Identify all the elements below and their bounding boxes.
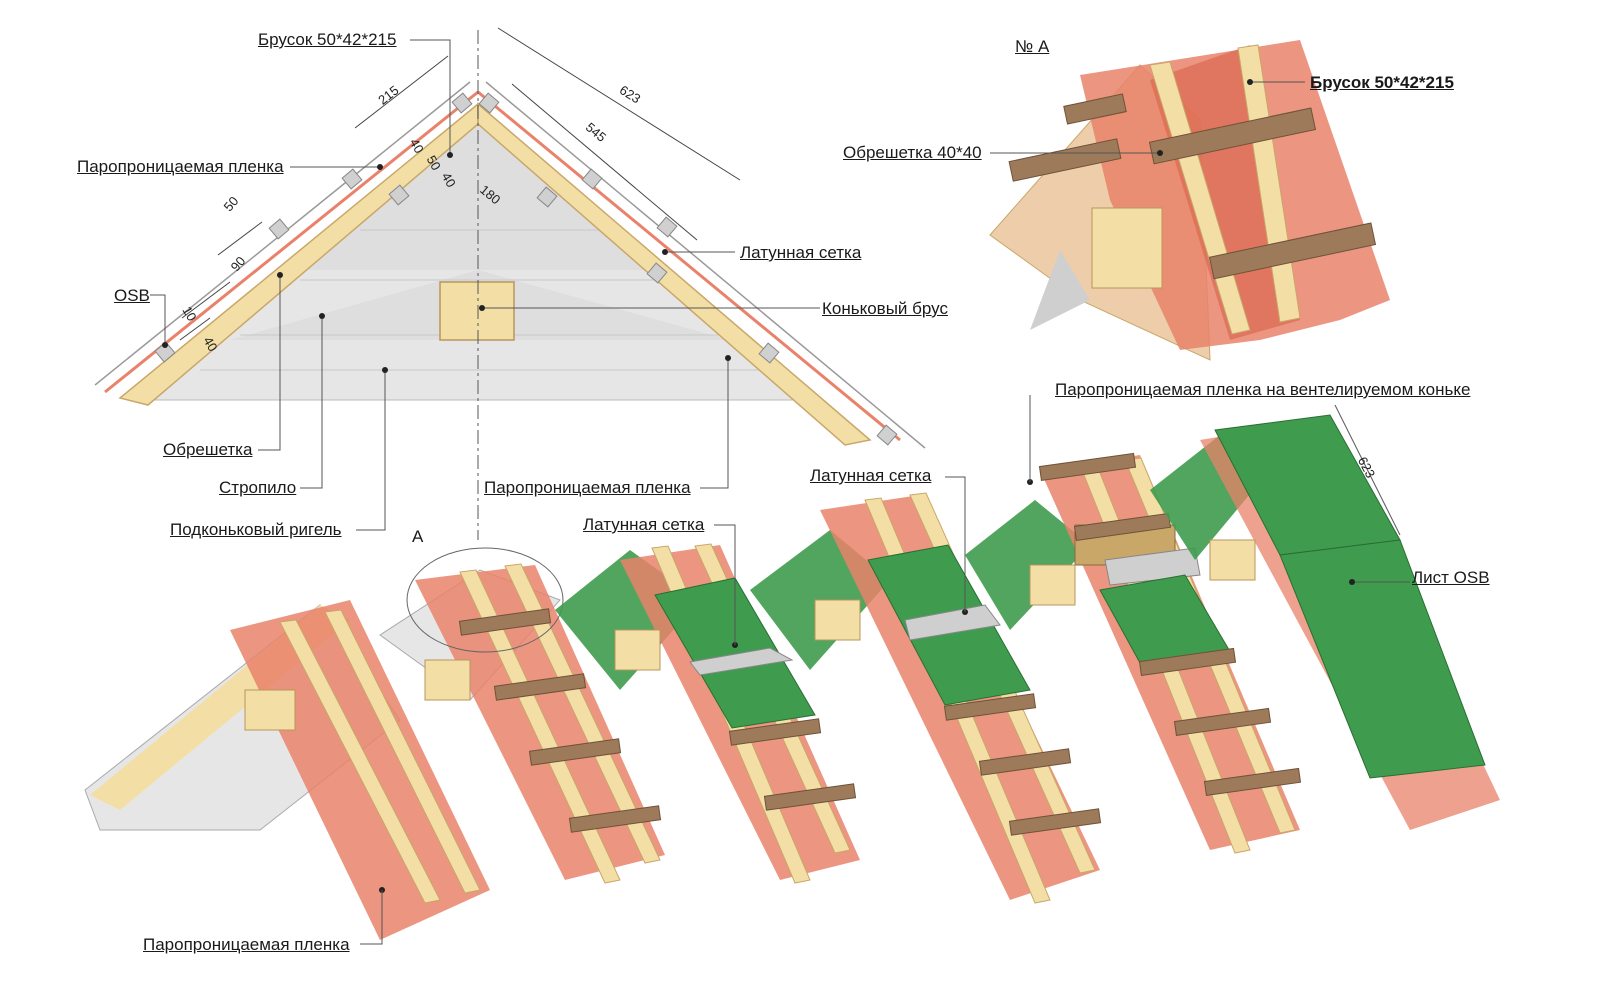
dim-40-a: 40 — [407, 136, 427, 156]
stage-2 — [379, 547, 665, 884]
label-film-bottom: Паропроницаемая пленка — [143, 935, 350, 954]
dim-545: 545 — [583, 119, 609, 144]
stage-1 — [84, 600, 490, 945]
label-konkovy: Коньковый брус — [822, 299, 948, 318]
dim-40-b: 40 — [439, 170, 459, 190]
label-stropilo: Стропило — [219, 478, 297, 497]
label-osb: OSB — [114, 286, 150, 305]
label-rigel: Подконьковый ригель — [170, 520, 342, 539]
dim-50: 50 — [221, 193, 242, 214]
label-obreshetka: Обрешетка — [163, 440, 253, 459]
stage-6: 623 — [1150, 404, 1500, 830]
label-latun-top: Латунная сетка — [740, 243, 862, 262]
stage-5 — [965, 395, 1302, 854]
label-marker-a: А — [412, 527, 424, 546]
label-latun-left: Латунная сетка — [583, 515, 705, 534]
label-latun-mid: Латунная сетка — [810, 466, 932, 485]
label-brusok-top: Брусок 50*42*215 — [258, 30, 397, 49]
label-no-a: № А — [1015, 37, 1050, 56]
ridge-beam — [439, 281, 515, 341]
detail-a-view — [989, 40, 1390, 361]
label-film-mid: Паропроницаемая пленка — [484, 478, 691, 497]
dim-50-a: 50 — [424, 153, 444, 173]
dim-10: 10 — [179, 304, 199, 324]
label-list-osb: Лист OSB — [1412, 568, 1490, 587]
label-film-vent: Паропроницаемая пленка на вентелируемом … — [1055, 380, 1471, 399]
label-brusok-detail: Брусок 50*42*215 — [1310, 73, 1454, 92]
stage-3 — [555, 524, 860, 884]
dim-215: 215 — [375, 82, 401, 107]
roof-cross-section: 215 623 545 40 50 40 180 50 90 10 40 — [94, 27, 926, 540]
dim-40-c: 40 — [200, 334, 220, 354]
label-film-top: Паропроницаемая пленка — [77, 157, 284, 176]
dim-90: 90 — [228, 253, 249, 274]
dim-623: 623 — [617, 82, 643, 106]
label-obreshetka-4040: Обрешетка 40*40 — [843, 143, 982, 162]
stage-4 — [750, 476, 1102, 904]
